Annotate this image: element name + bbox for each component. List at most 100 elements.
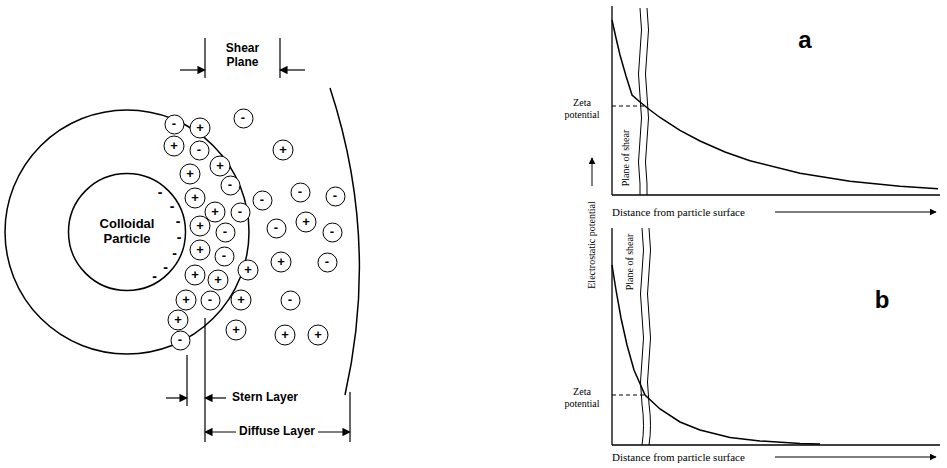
node-circle xyxy=(296,212,316,232)
dimension-label: Shear Plane xyxy=(212,42,274,70)
node-text: + xyxy=(211,205,219,220)
x-axis xyxy=(612,194,940,195)
node-text: + xyxy=(182,293,190,308)
node-circle xyxy=(281,291,300,310)
node-circle xyxy=(253,191,272,210)
y-axis xyxy=(611,228,612,445)
node-text: Colloidal Particle xyxy=(87,217,167,247)
ion-circle: - xyxy=(325,186,346,207)
colloidal-particle: Colloidal Particle xyxy=(67,172,187,292)
node-circle xyxy=(323,223,342,242)
zeta-line xyxy=(612,106,644,107)
node-circle xyxy=(190,216,210,236)
node-text: - xyxy=(223,225,227,240)
node-circle xyxy=(208,270,228,290)
node-text: + xyxy=(216,159,224,174)
x-axis xyxy=(612,444,940,445)
axis-arrow xyxy=(775,212,936,213)
node-circle xyxy=(190,141,209,160)
node-text: + xyxy=(196,121,204,136)
dimension-arrow xyxy=(280,69,305,70)
ion-circle: + xyxy=(225,319,247,341)
ion-circle: + xyxy=(209,155,231,177)
node-circle xyxy=(190,118,210,138)
node-text: - xyxy=(208,293,212,308)
node-circle xyxy=(205,202,225,222)
node-text: - xyxy=(238,205,242,220)
node-circle xyxy=(273,140,293,160)
surface-charge: - xyxy=(158,184,163,200)
node-circle xyxy=(226,320,246,340)
node-text: - xyxy=(298,185,302,200)
node-text: - xyxy=(333,189,337,204)
ion-circle: + xyxy=(184,187,206,209)
surface-charge: - xyxy=(170,198,175,214)
node-text: - xyxy=(241,111,245,126)
axis-label: Distance from particle surface xyxy=(612,451,745,464)
node-circle xyxy=(180,164,200,184)
panel-letter: b xyxy=(875,286,890,314)
potential-curve xyxy=(612,20,938,189)
ion-circle: + xyxy=(307,324,329,346)
node-circle xyxy=(267,219,286,238)
shear-plane-band xyxy=(648,228,651,445)
axis-arrow xyxy=(775,457,936,458)
ion-circle: - xyxy=(220,175,241,196)
node-circle xyxy=(185,265,205,285)
ion-circle: + xyxy=(184,264,206,286)
ion-circle: - xyxy=(164,114,185,135)
node-circle xyxy=(326,187,345,206)
node-circle xyxy=(69,174,186,291)
node-circle xyxy=(165,115,184,134)
surface-charge: - xyxy=(172,245,177,261)
node-circle xyxy=(168,310,188,330)
node-text: - xyxy=(260,193,264,208)
dimension-line xyxy=(204,38,205,78)
ion-circle: + xyxy=(189,117,211,139)
node-circle xyxy=(271,252,291,272)
dimension-line xyxy=(349,392,350,442)
node-circle xyxy=(185,188,205,208)
node-text: + xyxy=(237,293,245,308)
surface-charge: - xyxy=(176,213,181,229)
ion-circle: - xyxy=(215,222,236,243)
axis-label: Electrostatic potential xyxy=(586,201,598,288)
ion-circle: - xyxy=(252,190,273,211)
dimension-line xyxy=(204,318,205,442)
ion-circle: + xyxy=(189,215,211,237)
dimension-arrow xyxy=(205,397,226,398)
node-circle xyxy=(164,136,184,156)
ion-circle: + xyxy=(237,259,259,281)
node-circle xyxy=(231,203,250,222)
ion-circle: - xyxy=(266,218,287,239)
surface-charge: - xyxy=(177,229,182,245)
node-circle xyxy=(171,331,190,350)
node-text: + xyxy=(196,219,204,234)
dimension-arrow xyxy=(166,397,187,398)
ion-circle: + xyxy=(274,324,296,346)
node-text: + xyxy=(170,139,178,154)
node-text: - xyxy=(288,293,292,308)
node-circle xyxy=(176,290,196,310)
ion-circle: + xyxy=(175,289,197,311)
node-circle xyxy=(234,109,253,128)
node-circle xyxy=(210,156,230,176)
node-text: + xyxy=(232,323,240,338)
node-text: + xyxy=(191,268,199,283)
ion-circle: + xyxy=(189,239,211,261)
potential-curve xyxy=(612,265,820,444)
node-text: - xyxy=(330,225,334,240)
axis-arrow xyxy=(592,158,593,186)
ion-circle: + xyxy=(163,135,185,157)
ion-circle: - xyxy=(200,290,221,311)
node-text: + xyxy=(314,328,322,343)
ion-circle: - xyxy=(170,330,191,351)
dimension-arrow xyxy=(180,69,205,70)
ion-circle: - xyxy=(230,202,251,223)
node-text: + xyxy=(277,255,285,270)
node-circle xyxy=(238,260,258,280)
ion-circle: + xyxy=(270,251,292,273)
zeta-label: Zeta potential xyxy=(556,386,608,409)
node-circle xyxy=(201,291,220,310)
